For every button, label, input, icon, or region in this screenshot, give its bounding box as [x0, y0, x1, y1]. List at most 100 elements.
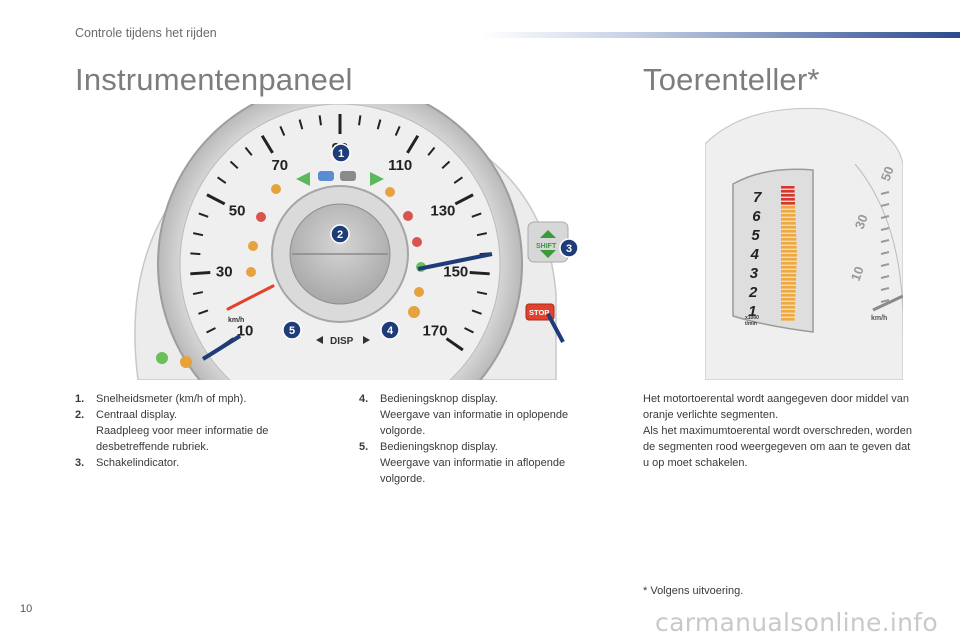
rpm-segment [781, 230, 797, 233]
rev-speed-tick [880, 251, 890, 255]
tick [190, 252, 201, 256]
legend-list-right: 4.Bedieningsknop display. Weergave van i… [359, 391, 609, 487]
rpm-segment-bar [781, 186, 797, 321]
legend-number: 2. [75, 409, 85, 421]
speed-label: 130 [430, 202, 455, 219]
callout-number: 4 [387, 325, 394, 337]
speed-label: 150 [443, 264, 468, 281]
rpm-segment [781, 222, 796, 225]
legend-text: Centraal display. Raadpleeg voor meer in… [96, 409, 269, 453]
speed-unit: km/h [228, 317, 244, 324]
callout-number: 2 [337, 229, 343, 241]
legend-number: 1. [75, 393, 85, 405]
rpm-segment [781, 278, 797, 281]
rpm-segment [781, 214, 796, 217]
tick [471, 309, 482, 315]
legend-number: 3. [75, 457, 85, 469]
rev-speed-label: 30 [852, 212, 871, 231]
rpm-segment [781, 314, 795, 317]
rpm-segment [781, 274, 797, 277]
rev-speed-label: 10 [848, 264, 867, 283]
tick [217, 176, 227, 184]
tick [244, 146, 253, 156]
rpm-segment [781, 262, 797, 265]
rpm-segment [781, 302, 796, 305]
disp-label: DISP [330, 336, 354, 347]
rpm-label: 4 [750, 246, 760, 263]
rpm-label: 5 [751, 227, 760, 244]
rpm-label: 6 [752, 208, 761, 225]
callout-circle [282, 320, 302, 340]
rpm-segment [781, 318, 795, 321]
rpm-segment [781, 246, 797, 249]
tick [394, 125, 401, 136]
rev-speed-tick [880, 287, 890, 291]
tick [464, 327, 474, 334]
legend-text: Schakelindicator. [96, 457, 180, 469]
instrument-panel-illustration: 1030507090110130150170 km/h DISP [78, 104, 598, 380]
footnote: * Volgens uitvoering. [643, 585, 744, 597]
rpm-segment [781, 186, 795, 189]
title-instrument-panel: Instrumentenpaneel [75, 62, 353, 97]
rpm-unit: x1000 t/min [745, 315, 760, 327]
rpm-segment [781, 210, 796, 213]
tick [445, 337, 464, 352]
speed-label: 50 [229, 202, 246, 219]
legend-text: Bedieningsknop display. Weergave van inf… [380, 441, 566, 485]
tick [358, 115, 362, 126]
legend-number: 5. [359, 441, 369, 453]
rpm-segment [781, 282, 796, 285]
rpm-segment [781, 226, 796, 229]
speedometer-ticks [190, 114, 490, 352]
tick [471, 212, 482, 218]
stop-label: STOP [529, 308, 549, 317]
speed-label: 30 [216, 264, 233, 281]
speed-label: 110 [388, 157, 412, 174]
rev-speed-tick [880, 263, 890, 267]
rev-speed-tick [880, 299, 890, 303]
rpm-label: 7 [753, 189, 762, 206]
rpm-segment [781, 218, 796, 221]
callout-number: 3 [566, 243, 572, 255]
tick [260, 134, 274, 154]
rpm-label: 3 [750, 265, 759, 282]
rpm-segment [781, 238, 797, 241]
rpm-segment [781, 258, 797, 261]
callout-circle [330, 224, 350, 244]
legend-item: 3. Schakelindicator. [75, 455, 315, 471]
rpm-segment [781, 290, 796, 293]
rpm-segment [781, 254, 797, 257]
tick [441, 160, 451, 170]
speedometer-labels: 1030507090110130150170 [216, 140, 468, 340]
tick [476, 291, 488, 296]
rev-speed-tick [880, 239, 890, 243]
header-bar [482, 32, 960, 38]
legend-text: Snelheidsmeter (km/h of mph). [96, 393, 247, 405]
rev-counter-description: Het motortoerental wordt aangegeven door… [643, 393, 913, 469]
rpm-segment [781, 270, 797, 273]
rpm-segment [781, 298, 796, 301]
tick [193, 232, 204, 237]
rpm-segment [781, 286, 796, 289]
speedometer-needle [226, 284, 275, 311]
tick [453, 176, 463, 184]
watermark: carmanualsonline.info [655, 608, 938, 637]
tick [190, 271, 211, 276]
rev-speed-tick [880, 191, 890, 195]
callout-number: 5 [289, 325, 295, 337]
rpm-label: 1 [748, 303, 756, 320]
tick [469, 271, 490, 276]
tick [406, 134, 420, 154]
rev-speed-tick [880, 203, 890, 207]
callout-circle [559, 238, 579, 258]
rpm-segment [781, 294, 796, 297]
section-header: Controle tijdens het rijden [75, 26, 217, 40]
page-number: 10 [20, 603, 33, 615]
rev-speed-unit: km/h [871, 315, 887, 322]
warning-lights [246, 171, 426, 318]
tick [206, 327, 216, 334]
legend-item: 2. Centraal display. Raadpleeg voor meer … [75, 407, 315, 455]
speed-label: 170 [423, 323, 448, 340]
callout-circle [380, 320, 400, 340]
legend-text: Bedieningsknop display. Weergave van inf… [380, 393, 569, 437]
